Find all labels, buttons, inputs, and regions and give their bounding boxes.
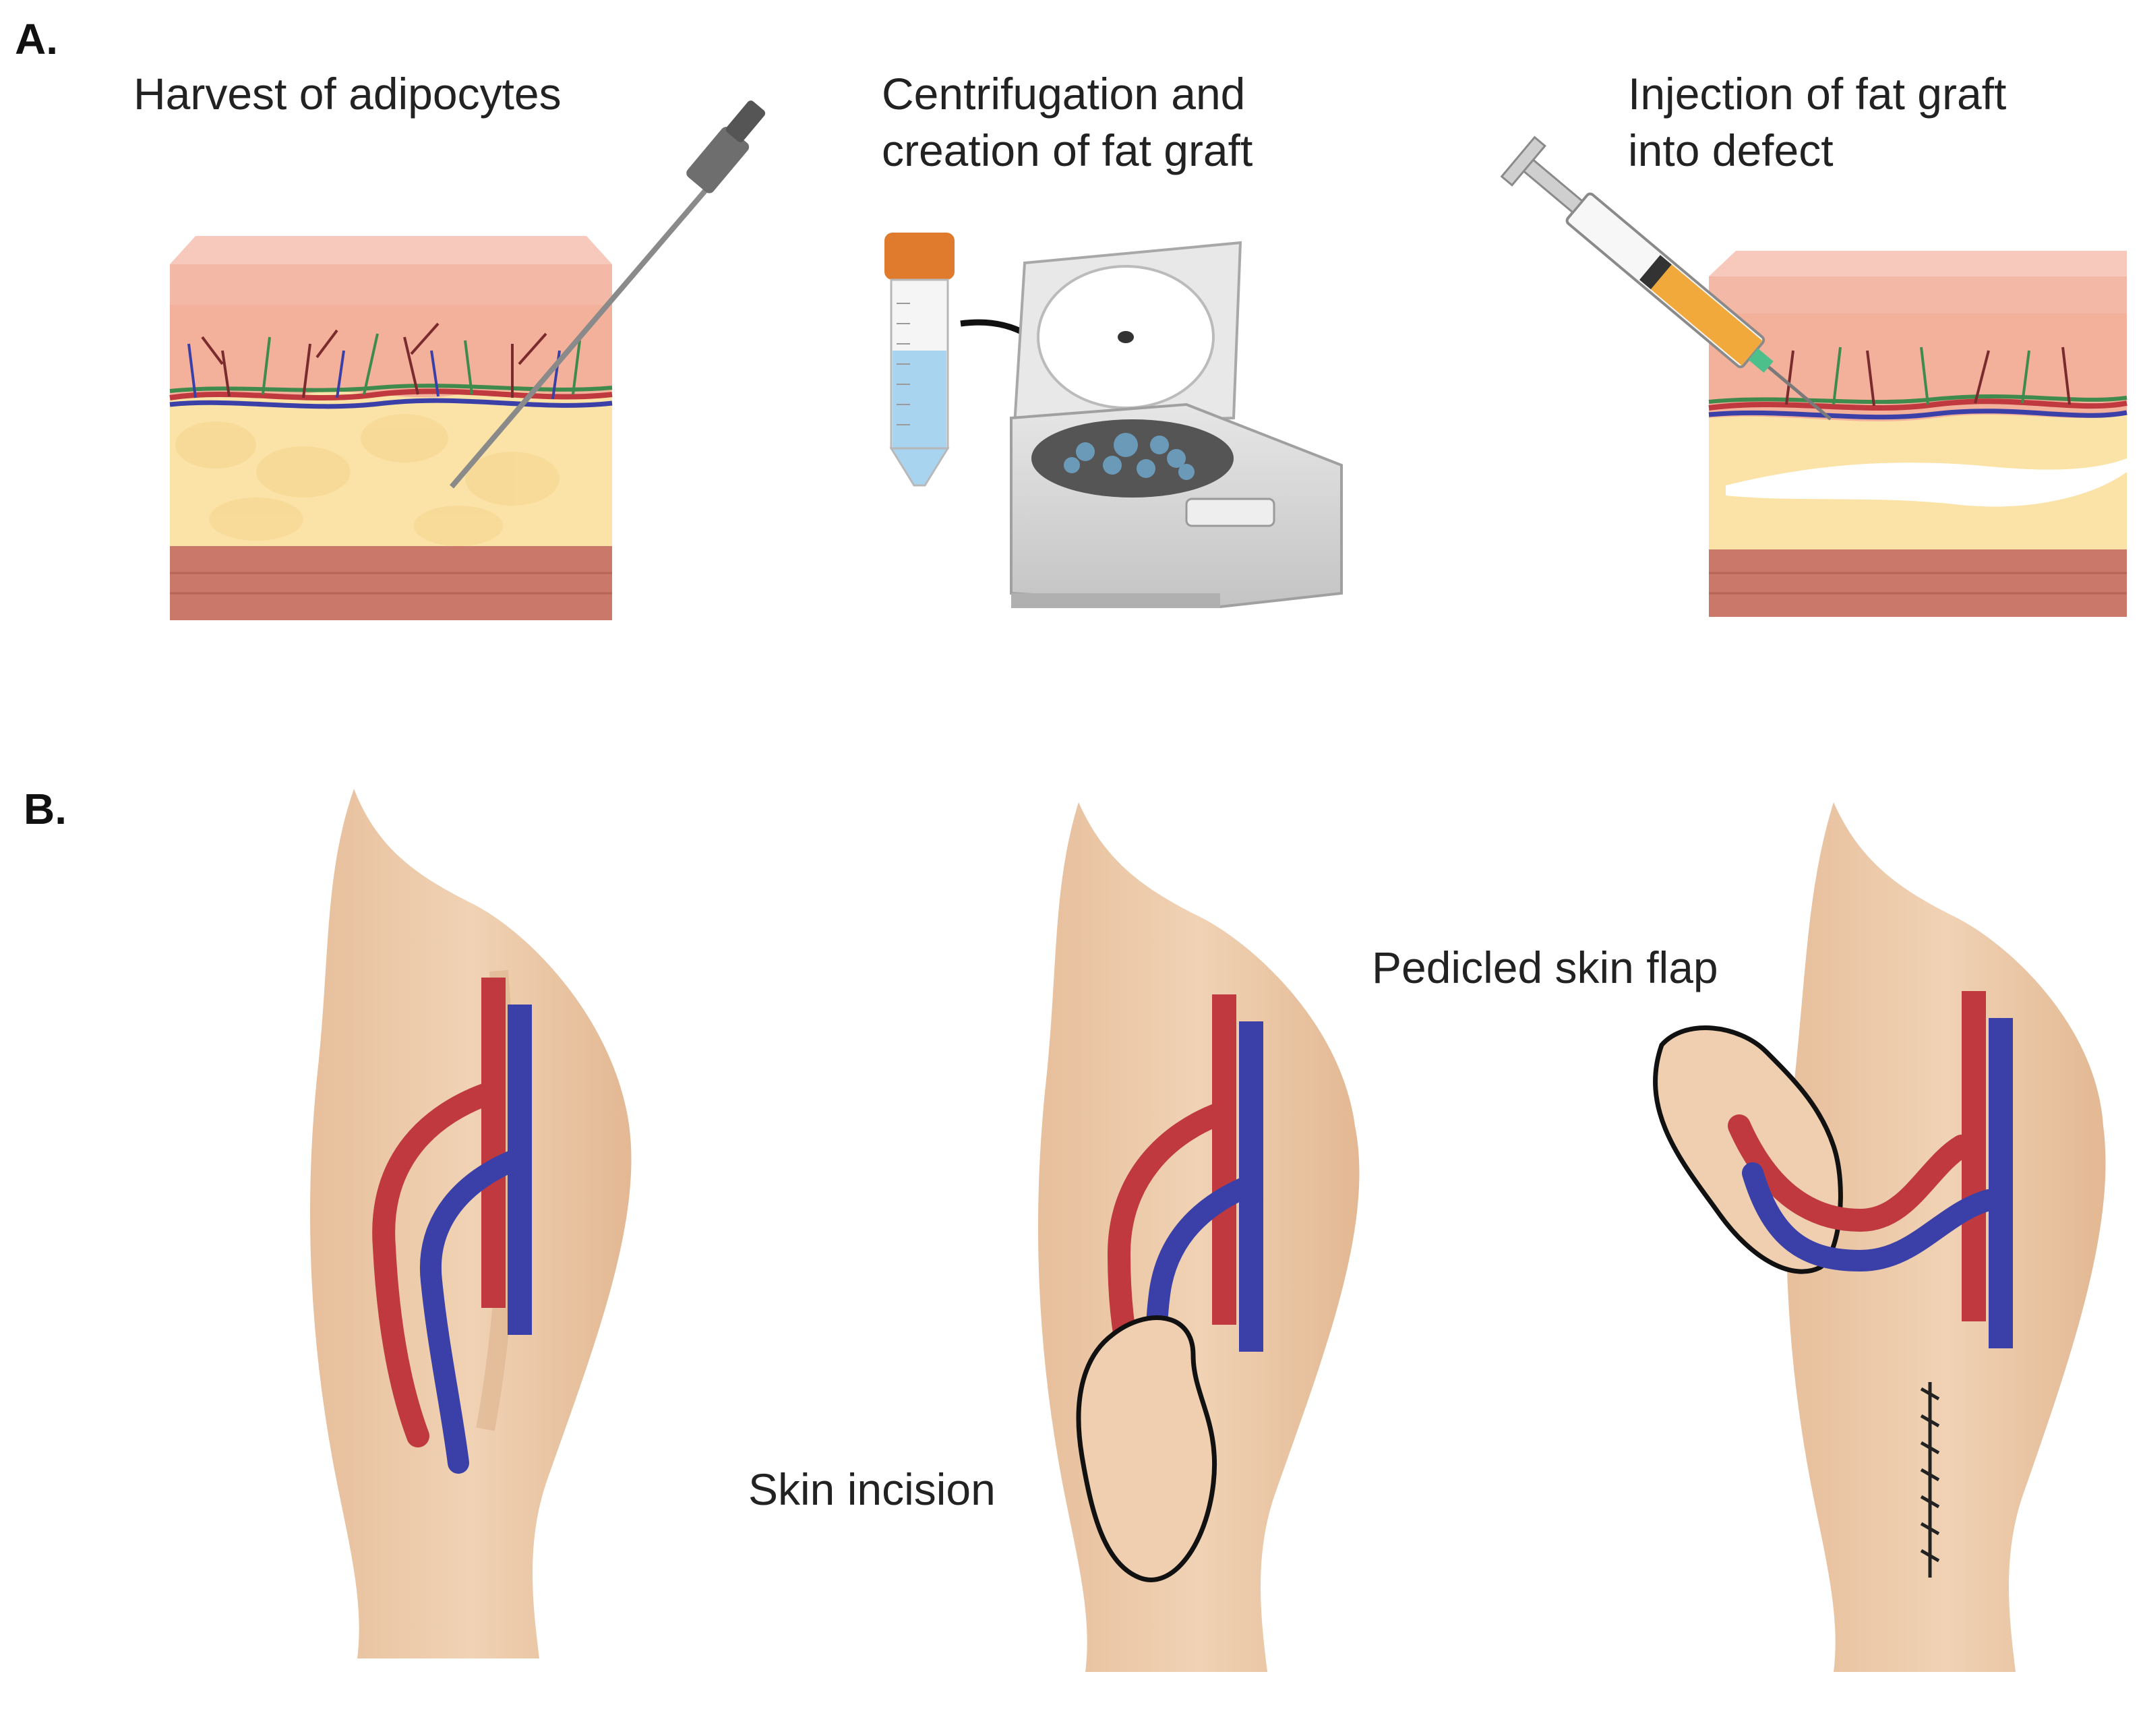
suture-line-icon — [1920, 1382, 1940, 1578]
leg-skin-incision — [1038, 802, 1360, 1672]
pedicled-skin-flap-label: Pedicled skin flap — [1372, 942, 1718, 992]
panel-b-label: B. — [24, 785, 67, 833]
panel-a-label: A. — [15, 15, 58, 63]
skin-block-injection — [1708, 251, 2127, 617]
syringe — [1500, 136, 1832, 421]
centrifuge — [1010, 241, 1343, 609]
centrifugation-caption: Centrifugation and creation of fat graft — [882, 69, 1258, 175]
injection-caption: Injection of fat graft into defect — [1628, 69, 2019, 175]
skin-block-harvest — [169, 236, 613, 620]
harvest-caption: Harvest of adipocytes — [133, 69, 562, 119]
harvest-cannula — [449, 100, 766, 489]
skin-incision-label: Skin incision — [748, 1464, 996, 1514]
leg-pedicled-flap — [1653, 802, 2106, 1672]
falcon-tube — [884, 233, 955, 487]
leg-vessel-anatomy — [310, 789, 632, 1658]
